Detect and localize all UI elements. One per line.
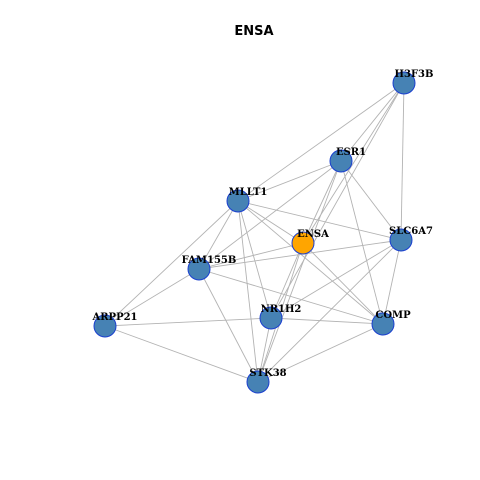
node-stk38 xyxy=(246,370,270,394)
node-label-comp: COMP xyxy=(375,310,411,321)
edge-mllt1-arpp21 xyxy=(104,200,239,327)
node-arpp21 xyxy=(93,314,117,338)
edge-h3f3b-nr1h2 xyxy=(270,82,405,319)
edge-fam155b-comp xyxy=(198,268,384,325)
edge-h3f3b-mllt1 xyxy=(237,82,405,202)
edge-layer xyxy=(104,82,405,383)
edge-h3f3b-slc6a7 xyxy=(400,82,405,241)
edge-slc6a7-comp xyxy=(382,239,402,325)
node-label-ensa: ENSA xyxy=(297,229,329,240)
node-mllt1 xyxy=(226,189,250,213)
edge-ensa-fam155b xyxy=(198,242,304,270)
edge-esr1-stk38 xyxy=(257,160,342,383)
edge-slc6a7-fam155b xyxy=(198,239,402,270)
edge-mllt1-ensa xyxy=(237,200,304,244)
node-layer xyxy=(93,71,416,394)
node-label-fam155b: FAM155B xyxy=(182,255,237,266)
edge-nr1h2-comp xyxy=(270,317,384,325)
node-ensa xyxy=(291,231,315,255)
edge-mllt1-comp xyxy=(237,200,384,325)
node-label-stk38: STK38 xyxy=(249,368,286,379)
edge-fam155b-arpp21 xyxy=(104,268,200,327)
edge-arpp21-stk38 xyxy=(104,325,259,383)
node-label-arpp21: ARPP21 xyxy=(91,312,137,323)
edge-ensa-nr1h2 xyxy=(270,242,304,319)
edge-slc6a7-nr1h2 xyxy=(270,239,402,319)
edge-ensa-comp xyxy=(302,242,384,325)
node-label-mllt1: MLLT1 xyxy=(229,187,268,198)
node-label-nr1h2: NR1H2 xyxy=(261,304,302,315)
edge-h3f3b-esr1 xyxy=(340,82,405,162)
edge-h3f3b-ensa xyxy=(302,82,405,244)
edge-esr1-mllt1 xyxy=(237,160,342,202)
node-label-slc6a7: SLC6A7 xyxy=(389,226,433,237)
edge-mllt1-nr1h2 xyxy=(237,200,272,319)
edge-esr1-slc6a7 xyxy=(340,160,402,241)
edge-mllt1-fam155b xyxy=(198,200,239,270)
node-label-esr1: ESR1 xyxy=(336,147,366,158)
edge-comp-stk38 xyxy=(257,323,384,383)
edge-mllt1-stk38 xyxy=(237,200,259,383)
edge-slc6a7-stk38 xyxy=(257,239,402,383)
node-esr1 xyxy=(329,149,353,173)
edge-esr1-comp xyxy=(340,160,384,325)
graph-title: ENSA xyxy=(234,24,273,39)
node-slc6a7 xyxy=(389,228,413,252)
node-comp xyxy=(371,312,395,336)
edge-mllt1-slc6a7 xyxy=(237,200,402,241)
edge-fam155b-stk38 xyxy=(198,268,259,383)
node-h3f3b xyxy=(392,71,416,95)
node-fam155b xyxy=(187,257,211,281)
edge-esr1-ensa xyxy=(302,160,342,244)
edge-esr1-fam155b xyxy=(198,160,342,270)
node-label-h3f3b: H3F3B xyxy=(395,69,434,80)
node-nr1h2 xyxy=(259,306,283,330)
edge-arpp21-nr1h2 xyxy=(104,317,272,327)
